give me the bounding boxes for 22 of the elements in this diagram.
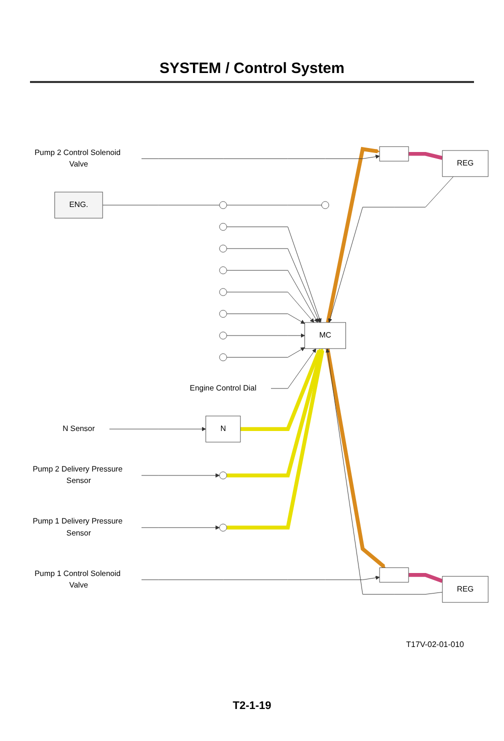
connector	[102, 204, 220, 206]
node-circle	[219, 471, 227, 480]
node-circle	[219, 266, 227, 274]
node-circle	[321, 201, 330, 209]
node-box	[379, 567, 409, 582]
connector	[226, 204, 322, 206]
connector	[408, 152, 443, 160]
node-circle	[219, 222, 227, 231]
node-circle	[219, 288, 227, 296]
node-circle	[219, 201, 227, 209]
figure-code: T17V-02-01-010	[406, 640, 464, 649]
arrow	[326, 146, 380, 323]
node-circle	[219, 353, 227, 362]
node-circle	[219, 244, 227, 252]
node-circle	[219, 310, 227, 318]
node-circle	[219, 524, 227, 532]
page-title: SYSTEM / Control System	[30, 60, 474, 83]
connector	[408, 572, 444, 583]
arrow	[326, 348, 386, 568]
page-number: T2-1-19	[232, 700, 272, 712]
node-box	[379, 146, 409, 162]
node-circle	[219, 332, 227, 340]
